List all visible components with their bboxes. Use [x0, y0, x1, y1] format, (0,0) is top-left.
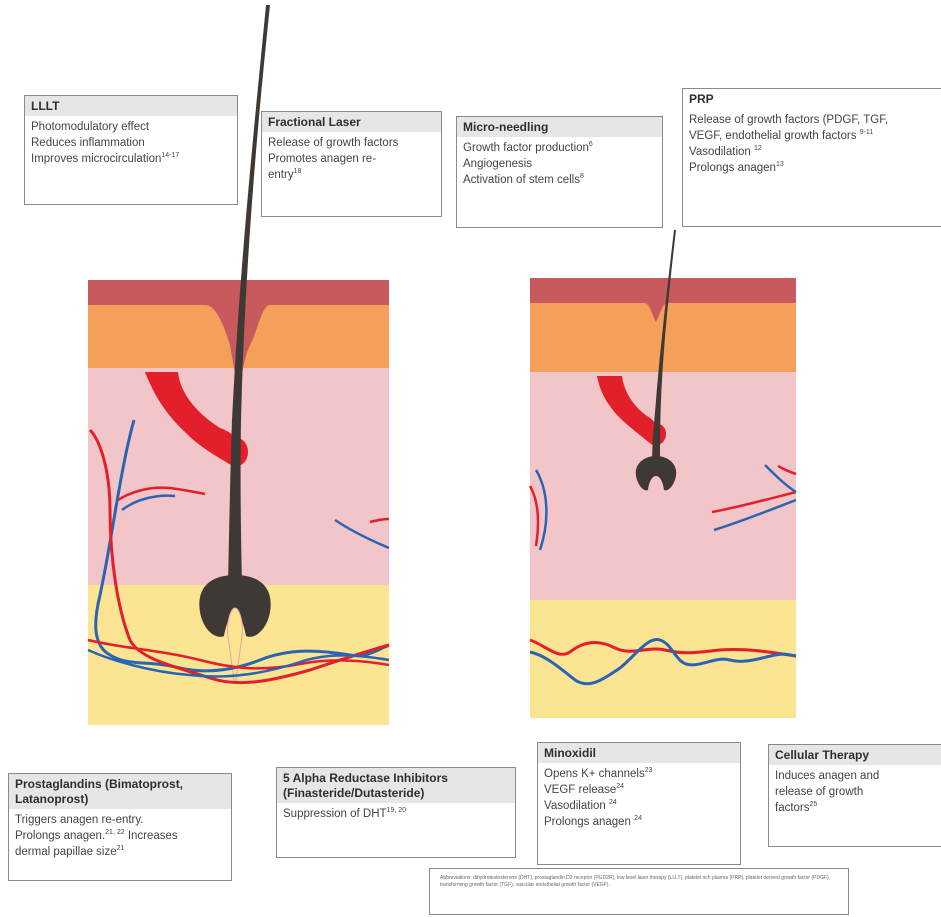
cellular-therapy-item: release of growth: [775, 784, 935, 800]
cellular-therapy-item: factors25: [775, 800, 935, 816]
microneedling-title: Micro-needling: [457, 117, 662, 137]
fractional-laser-item: Release of growth factors: [268, 135, 435, 151]
right-skin-section: [530, 230, 796, 718]
cellular-therapy-box: Cellular Therapy Induces anagen and rele…: [768, 744, 941, 847]
lllt-item: Photomodulatory effect: [31, 119, 231, 135]
prostaglandins-title: Prostaglandins (Bimatoprost, Latanoprost…: [9, 774, 231, 809]
fractional-laser-box: Fractional Laser Release of growth facto…: [261, 111, 442, 217]
five-alpha-reductase-box: 5 Alpha Reductase Inhibitors (Finasterid…: [276, 767, 516, 858]
fractional-laser-item: entry18: [268, 167, 435, 183]
prp-item: Prolongs anagen13: [689, 160, 935, 176]
microneedling-item: Angiogenesis: [463, 156, 656, 172]
microneedling-item: Growth factor production6: [463, 140, 656, 156]
abbreviations-footnote: Abbreviations: dihydrotestosterone (DHT)…: [429, 868, 849, 915]
microneedling-box: Micro-needling Growth factor production6…: [456, 116, 663, 228]
prostaglandins-item: Prolongs anagen.21, 22 Increases: [15, 828, 225, 844]
prostaglandins-box: Prostaglandins (Bimatoprost, Latanoprost…: [8, 773, 232, 881]
cellular-therapy-title: Cellular Therapy: [769, 745, 941, 765]
prp-item: Release of growth factors (PDGF, TGF,: [689, 112, 935, 128]
minoxidil-item: Opens K+ channels23: [544, 766, 734, 782]
lllt-item: Improves microcirculation14-17: [31, 151, 231, 167]
right-dermis-layer: [530, 372, 796, 600]
minoxidil-title: Minoxidil: [538, 743, 740, 763]
lllt-title: LLLT: [25, 96, 237, 116]
prp-box: PRP Release of growth factors (PDGF, TGF…: [682, 88, 941, 227]
prp-title: PRP: [683, 89, 941, 109]
minoxidil-item: VEGF release24: [544, 782, 734, 798]
prp-item: Vasodilation 12: [689, 144, 935, 160]
lllt-box: LLLT Photomodulatory effect Reduces infl…: [24, 95, 238, 205]
prp-item: VEGF, endothelial growth factors 9-11: [689, 128, 935, 144]
cellular-therapy-item: Induces anagen and: [775, 768, 935, 784]
fractional-laser-title: Fractional Laser: [262, 112, 441, 132]
lllt-item: Reduces inflammation: [31, 135, 231, 151]
minoxidil-item: Prolongs anagen 24: [544, 814, 734, 830]
five-alpha-reductase-item: Suppression of DHT19, 20: [283, 806, 509, 822]
prostaglandins-item: dermal papillae size21: [15, 844, 225, 860]
minoxidil-box: Minoxidil Opens K+ channels23 VEGF relea…: [537, 742, 741, 865]
prostaglandins-item: Triggers anagen re-entry.: [15, 812, 225, 828]
minoxidil-item: Vasodilation 24: [544, 798, 734, 814]
microneedling-item: Activation of stem cells8: [463, 172, 656, 188]
fractional-laser-item: Promotes anagen re-: [268, 151, 435, 167]
five-alpha-reductase-title: 5 Alpha Reductase Inhibitors (Finasterid…: [277, 768, 515, 803]
